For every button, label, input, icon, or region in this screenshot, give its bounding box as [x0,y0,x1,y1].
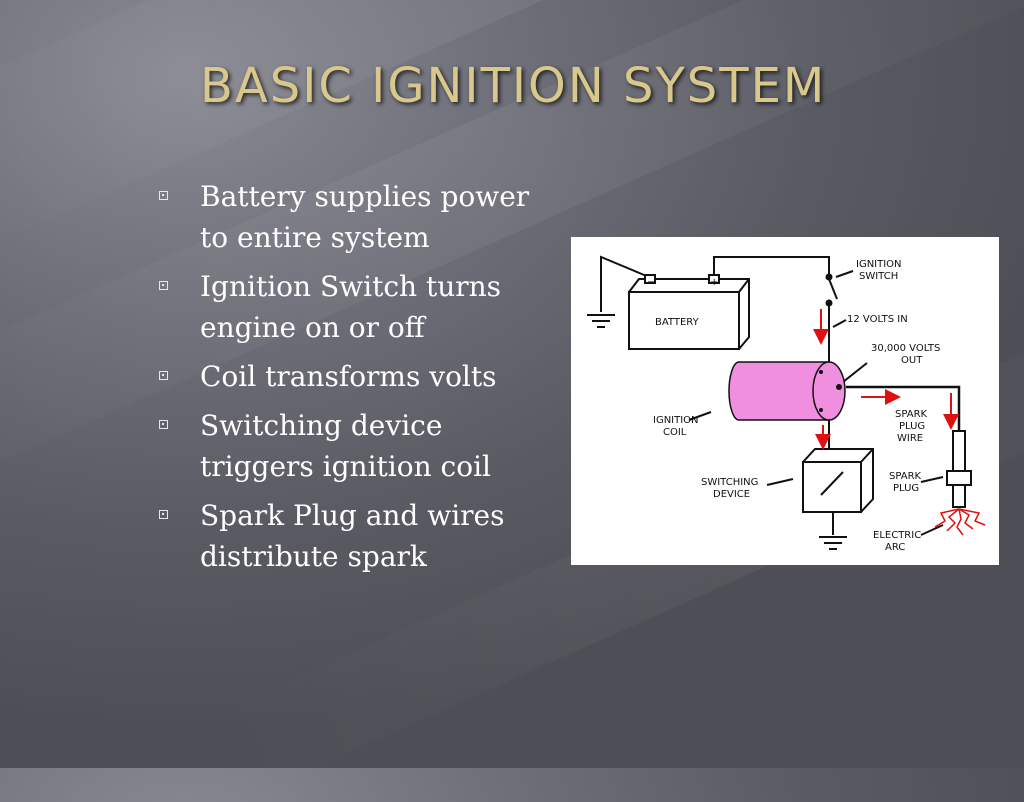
electric-arc-label: ELECTRIC [873,530,921,541]
bullet-text: Switching device triggers ignition coil [200,409,491,483]
ignition-switch-label: IGNITION [856,259,902,270]
spark-plug-icon [952,430,966,472]
switching-device-icon [802,461,862,513]
battery-terminal-icon [644,274,656,284]
spark-plug-wire-label: WIRE [897,433,923,444]
ignition-coil-icon [728,361,846,421]
spark-plug-label: PLUG [893,483,919,494]
switch-contact [820,471,844,496]
electric-arc-icon [934,508,986,536]
square-bullet-icon [159,281,168,290]
battery-ground-wire [600,255,650,312]
bullet-item: Ignition Switch turns engine on or off [155,266,545,348]
square-bullet-icon [159,420,168,429]
terminal-label: − [647,277,655,288]
bullet-text: Coil transforms volts [200,360,497,393]
ignition-coil-label: IGNITION [653,415,699,426]
spark-plug-wire-label: PLUG [899,421,925,432]
ignition-switch-icon [825,273,833,281]
ignition-switch-label: SWITCH [859,271,898,282]
bullet-text: Ignition Switch turns engine on or off [200,270,502,344]
bullet-text: Spark Plug and wires distribute spark [200,499,505,573]
leader-line [842,362,868,383]
volts-out-label: OUT [901,355,923,366]
ignition-coil-label: COIL [663,427,687,438]
slide-title: BASIC IGNITION SYSTEM [200,58,827,114]
bullet-list: Battery supplies power to entire system … [155,176,545,585]
diagram-svg: BATTERY − + IGNITION SWITCH 12 VOLTS IN … [587,255,986,553]
bullet-item: Spark Plug and wires distribute spark [155,495,545,577]
bullet-item: Coil transforms volts [155,356,545,397]
electric-arc-label: ARC [885,542,905,553]
spark-plug-wire [846,385,961,431]
spark-plug-wire-label: SPARK [895,409,928,420]
ignition-switch-icon [828,278,838,300]
leader-line [920,476,944,483]
battery-label: BATTERY [655,317,700,328]
switching-device-label: SWITCHING [701,477,758,488]
leader-line [920,524,944,536]
volts-in-label: 12 VOLTS IN [847,314,908,325]
volts-out-label: 30,000 VOLTS [871,343,940,354]
switching-device-label: DEVICE [713,489,750,500]
leader-line [832,319,847,328]
battery-positive-wire [713,256,830,275]
bullet-item: Switching device triggers ignition coil [155,405,545,487]
terminal-label: + [710,277,718,288]
square-bullet-icon [159,371,168,380]
square-bullet-icon [159,510,168,519]
bullet-item: Battery supplies power to entire system [155,176,545,258]
bullet-text: Battery supplies power to entire system [200,180,530,254]
spark-plug-label: SPARK [889,471,922,482]
square-bullet-icon [159,191,168,200]
leader-line [835,270,854,278]
leader-line [766,478,794,486]
ignition-system-diagram: BATTERY − + IGNITION SWITCH 12 VOLTS IN … [571,237,999,565]
leader-line [688,411,712,421]
